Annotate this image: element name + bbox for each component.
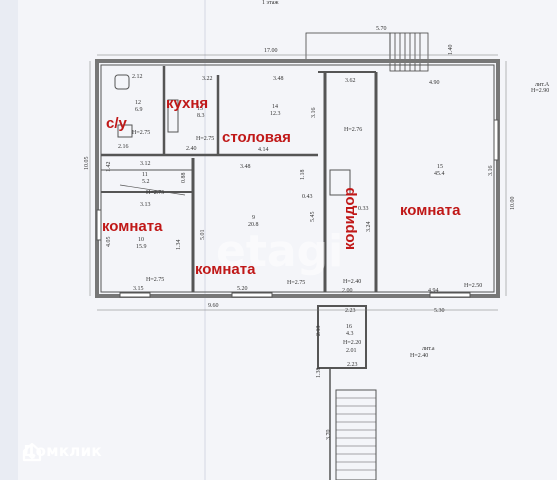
dim-5-45: 5.45 [310,212,316,223]
block-a-label: лит.А [535,82,550,88]
room-area-room-big: 45.4 [434,171,445,177]
dim-top-ext-side: 1.40 [448,45,454,56]
room-label-room-big: комната [400,202,461,219]
height-room-left: Н=2.75 [146,277,164,283]
dim-2-16: 2.16 [118,144,129,150]
walls [95,59,500,298]
dim-3-16-a: 3.16 [311,108,317,119]
dim-1-38: 1.38 [316,368,322,379]
room-area-su: 6.9 [135,107,143,113]
height-room-big: Н=2.50 [464,283,482,289]
height-porch-block: Н=2.40 [410,353,428,359]
dim-3-13: 3.13 [140,202,151,208]
dim-2-00: 2.00 [342,288,353,294]
room-number-dining: 14 [272,104,278,110]
dim-5-20: 5.20 [237,286,248,292]
height-porch: Н=2.20 [343,340,361,346]
room-label-kitchen: кухня [166,95,208,112]
dim-3-48-mid: 3.48 [240,164,251,170]
watermark: etagi [216,226,343,277]
room-label-corridor: коридор [341,187,358,250]
dim-9-60: 9.60 [208,303,219,309]
dim-1-34: 1.34 [176,240,182,251]
dim-2-23-b: 2.23 [347,362,358,368]
room-label-room-center: комната [195,261,256,278]
room-area-porch: 4.3 [346,331,354,337]
room-number-room-center: 9 [252,215,255,221]
block-a1-label: лит.а [422,346,435,352]
dim-1-42: 1.42 [106,162,112,173]
dim-4-94: 4.94 [428,288,439,294]
dimension-lines [89,54,507,311]
room-number-room-left: 10 [138,237,144,243]
dim-4-14: 4.14 [258,147,269,153]
height-room-center: Н=2.75 [287,280,305,286]
room-label-dining: столовая [222,129,291,146]
dim-3-70: 3.70 [326,430,332,441]
height-kitchen: Н=2.75 [196,136,214,142]
room-area-room-left: 15.9 [136,244,147,250]
height-block-a: Н=2.90 [531,88,549,94]
dim-2-01: 2.01 [346,348,357,354]
dim-4-90: 4.90 [429,80,440,86]
dim-3-24: 3.24 [366,222,372,233]
dim-1-18: 1.18 [300,170,306,181]
dim-5-01: 5.01 [200,230,206,241]
dim-top-right-ext: 5.70 [376,26,387,32]
room-number-hall: 11 [142,172,148,178]
dim-3-12: 3.12 [140,161,151,167]
dim-2-12: 2.12 [132,74,143,80]
dim-3-16-b: 3.16 [488,166,494,177]
floor-label: 1 этаж [262,0,279,6]
height-corridor: Н=2.40 [343,279,361,285]
dim-0-33: 0.33 [358,206,369,212]
height-hall: Н=2.75 [146,190,164,196]
room-area-room-center: 20.8 [248,222,259,228]
dim-3-22: 3.22 [202,76,213,82]
room-label-su: с/у [106,115,128,132]
room-number-porch: 16 [346,324,352,330]
dim-right-total: 10.00 [510,197,516,211]
room-number-su: 12 [135,100,141,106]
room-number-kitchen: 13 [197,106,203,112]
dim-2-13: 2.13 [316,326,322,337]
room-area-kitchen: 8.3 [197,113,205,119]
porch [317,305,377,480]
dim-5-30: 5.30 [434,308,445,314]
dim-top-total: 17.00 [264,48,278,54]
height-corridor-top: Н=2.76 [344,127,362,133]
dim-4-05: 4.05 [106,237,112,248]
dim-2-23: 2.23 [345,308,356,314]
house-icon [22,442,42,462]
dim-2-40: 2.40 [186,146,197,152]
dim-0-88: 0.88 [181,173,187,184]
domclick-logo: Домклик [22,442,102,462]
room-area-dining: 12.3 [270,111,281,117]
room-number-room-big: 15 [437,164,443,170]
dim-0-43: 0.43 [302,194,313,200]
room-area-hall: 5.2 [142,179,150,185]
dim-left-total: 10.05 [84,157,90,171]
dim-3-62: 3.62 [345,78,356,84]
height-su: Н=2.75 [132,130,150,136]
brand-name: Домклик [22,442,102,460]
dim-3-15: 3.15 [133,286,144,292]
dim-3-48-top: 3.48 [273,76,284,82]
room-label-room-left: комната [102,218,163,235]
